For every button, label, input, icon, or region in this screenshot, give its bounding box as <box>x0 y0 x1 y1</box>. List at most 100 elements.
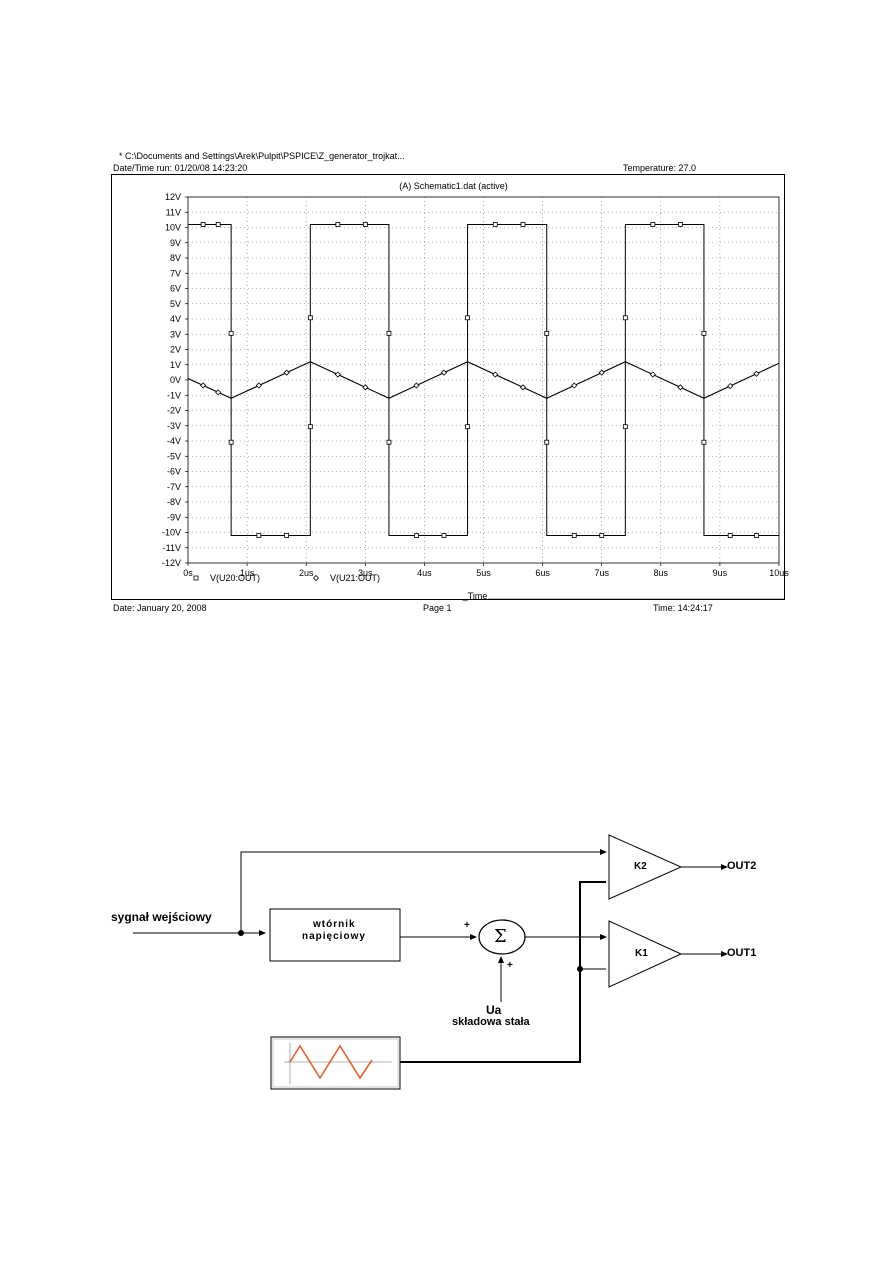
data-point <box>754 533 759 538</box>
dc-component-label: składowa stała <box>452 1016 530 1028</box>
x-tick-label: 0s <box>183 568 193 578</box>
data-point <box>334 371 341 378</box>
data-point <box>440 369 448 376</box>
y-tick-label: -2V <box>167 406 181 416</box>
y-tick-label: 6V <box>170 284 181 294</box>
y-tick-label: -4V <box>167 436 181 446</box>
plot-area-border <box>187 196 780 564</box>
y-tick-label: -8V <box>167 497 181 507</box>
y-tick-label: 12V <box>165 192 181 202</box>
y-tick-label: -5V <box>167 451 181 461</box>
triangle-generator-block <box>270 1036 401 1090</box>
input-signal-label: sygnał wejściowy <box>111 910 212 924</box>
legend-label: V(U21:OUT) <box>330 573 380 583</box>
data-point <box>677 222 683 227</box>
follower-label-2: napięciowy <box>302 931 366 942</box>
data-point <box>335 222 341 227</box>
chart-series <box>187 222 780 582</box>
plus-bottom-sign: + <box>507 960 513 971</box>
data-point <box>544 439 550 445</box>
legend-marker <box>193 575 199 581</box>
legend-marker <box>312 574 320 582</box>
x-tick-label: 10us <box>769 568 789 578</box>
data-point <box>283 369 290 376</box>
comparator-k2 <box>608 834 683 900</box>
data-point <box>215 389 222 396</box>
y-tick-label: -3V <box>167 421 181 431</box>
ua-label: Ua <box>486 1003 502 1017</box>
y-tick-label: 0V <box>170 375 181 385</box>
x-tick-label: 1us <box>240 568 255 578</box>
chart-labels: 12V11V10V9V8V7V6V5V4V3V2V1V0V-1V-2V-3V-4… <box>162 181 789 601</box>
footer-time: Time: 14:24:17 <box>653 603 713 613</box>
run-time: Date/Time run: 01/20/08 14:23:20 <box>113 163 248 173</box>
chart-grid <box>188 197 780 563</box>
y-tick-label: 4V <box>170 314 181 324</box>
data-point <box>215 222 221 227</box>
data-point <box>677 384 684 391</box>
data-point <box>492 222 498 227</box>
out1-label: OUT1 <box>727 947 757 959</box>
data-point <box>413 382 420 389</box>
file-path: * C:\Documents and Settings\Arek\Pulpit\… <box>119 151 405 161</box>
data-point <box>622 424 628 430</box>
legend-label: V(U20:OUT) <box>210 573 260 583</box>
data-point <box>386 330 392 336</box>
data-point <box>753 370 760 377</box>
data-point <box>362 222 368 227</box>
data-point <box>441 533 447 538</box>
y-tick-label: -12V <box>162 558 181 568</box>
triangle-wave-icon <box>289 1044 373 1080</box>
footer-page: Page 1 <box>423 603 452 613</box>
data-point <box>599 533 605 538</box>
data-point <box>701 439 707 445</box>
voltage-follower-block <box>269 908 401 962</box>
data-point <box>465 424 470 430</box>
y-tick-label: 1V <box>170 360 181 370</box>
data-point <box>598 369 605 376</box>
y-tick-label: 3V <box>170 329 181 339</box>
y-tick-label: 11V <box>166 207 181 217</box>
data-point <box>492 371 499 378</box>
x-tick-label: 2us <box>299 568 314 578</box>
comparator-k1 <box>608 920 683 988</box>
data-point <box>256 533 262 538</box>
data-point <box>284 533 289 538</box>
data-point <box>414 533 419 538</box>
data-point <box>727 382 734 390</box>
data-point <box>307 424 313 430</box>
waveform-chart: 12V11V10V9V8V7V6V5V4V3V2V1V0V-1V-2V-3V-4… <box>162 181 789 601</box>
data-point <box>362 384 369 391</box>
x-tick-label: 3us <box>358 568 373 578</box>
wire-generator-bus <box>400 881 606 1063</box>
follower-label-1: wtórnik <box>313 919 356 930</box>
y-tick-label: 7V <box>170 268 181 278</box>
x-tick-label: 5us <box>476 568 491 578</box>
x-tick-label: 4us <box>417 568 432 578</box>
chart-axes <box>185 196 785 600</box>
wire-to-k2 <box>240 849 607 933</box>
y-tick-label: 10V <box>165 223 181 233</box>
data-point <box>307 315 313 321</box>
data-point <box>520 222 526 227</box>
data-point <box>386 439 392 445</box>
bus-junction <box>577 966 583 972</box>
series-line-1 <box>188 223 779 537</box>
y-tick-label: 5V <box>170 299 181 309</box>
data-point <box>465 315 470 321</box>
sum-symbol: Σ <box>494 926 507 947</box>
x-tick-label: 8us <box>654 568 669 578</box>
x-tick-label: 7us <box>594 568 609 578</box>
data-point <box>571 382 578 389</box>
k1-label: K1 <box>635 948 648 959</box>
y-tick-label: -10V <box>162 528 181 538</box>
data-point <box>228 330 234 336</box>
data-point <box>228 439 234 445</box>
footer-date: Date: January 20, 2008 <box>113 603 207 613</box>
chart-title: (A) Schematic1.dat (active) <box>399 181 508 191</box>
plot-frame <box>111 174 785 600</box>
temperature: Temperature: 27.0 <box>623 163 697 173</box>
y-tick-label: -11V <box>163 543 181 553</box>
data-point <box>650 222 656 227</box>
